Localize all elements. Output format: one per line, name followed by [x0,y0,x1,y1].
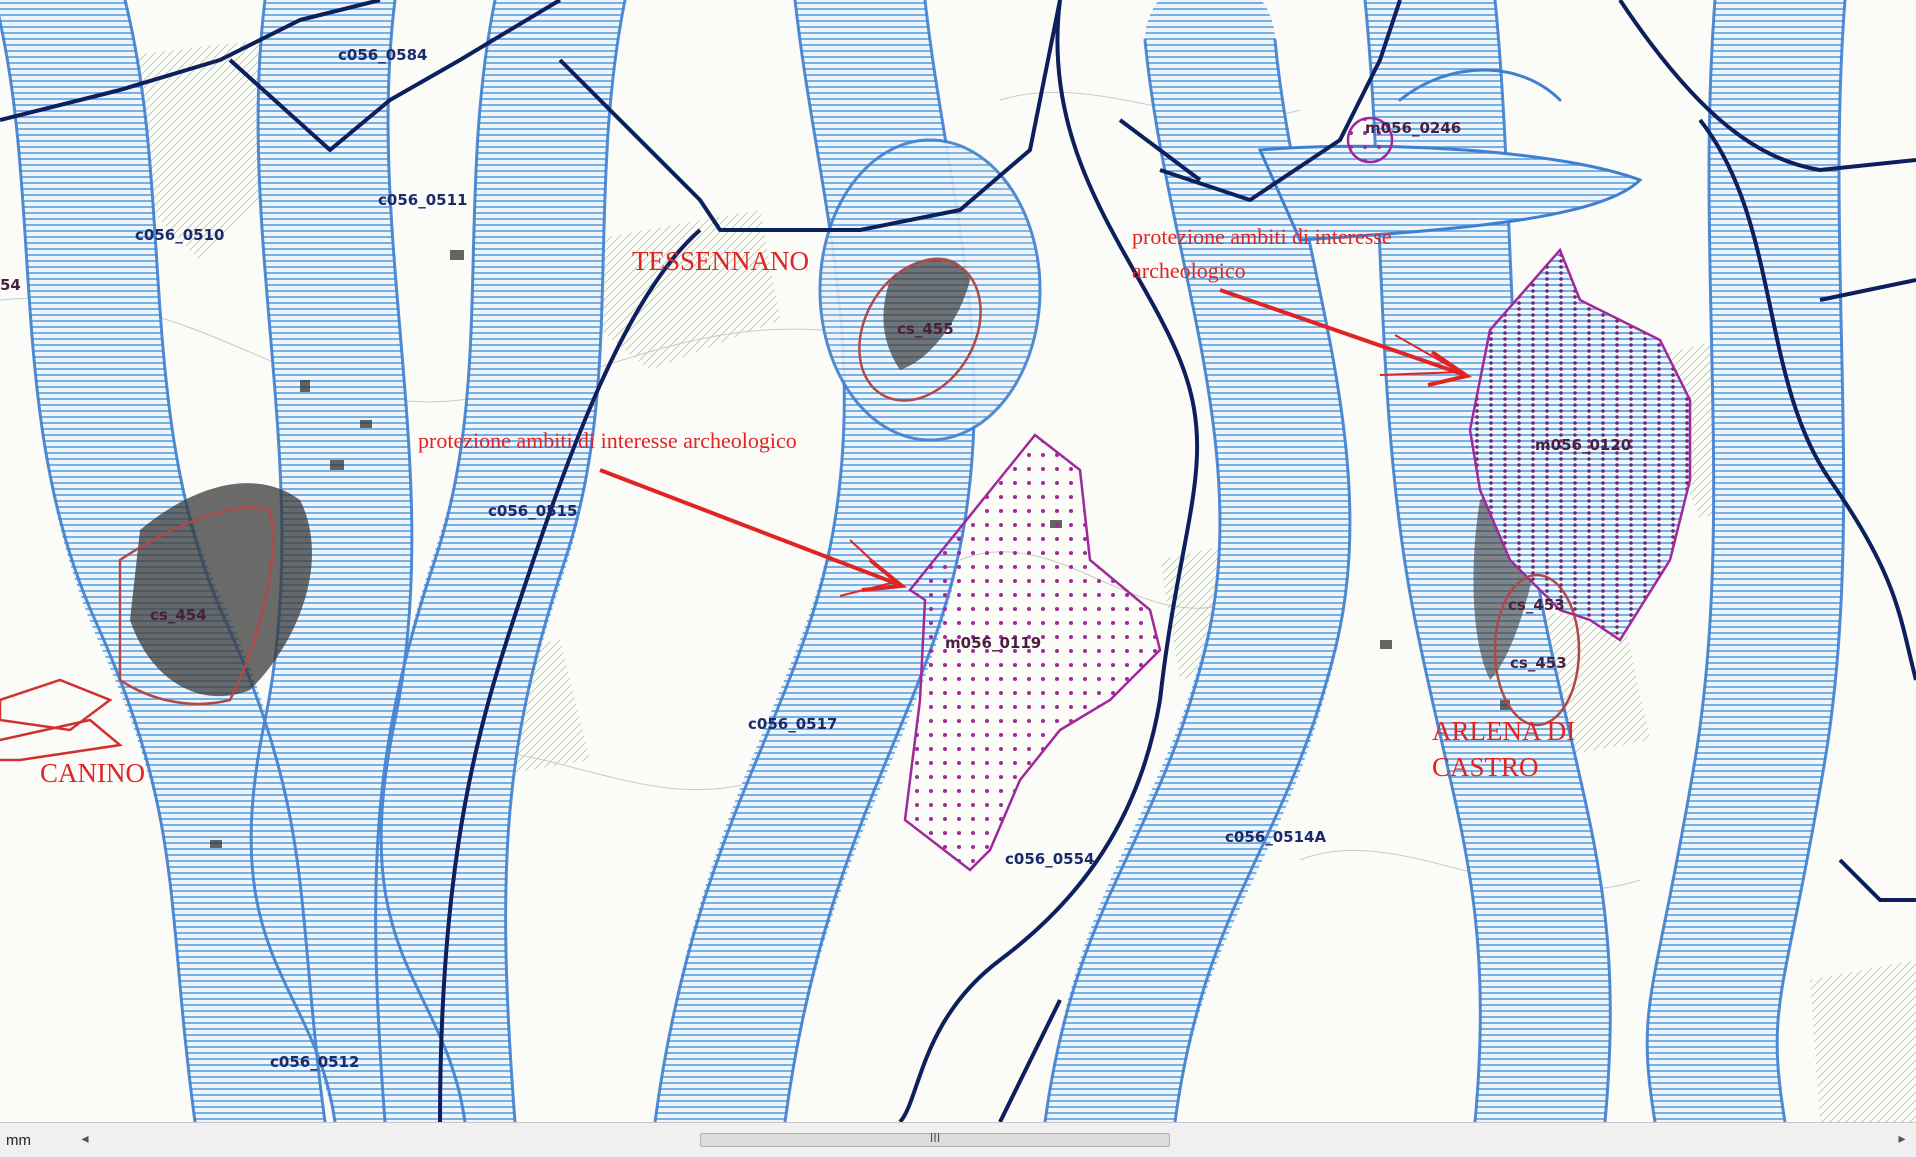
annotation-protezione-1: protezione ambiti di interesse archeolog… [418,428,797,453]
scrollbar-thumb[interactable]: III [700,1131,1170,1147]
code-label: c056_0514A [1225,828,1326,846]
code-label: c056_0511 [378,191,467,209]
town-label-arlena-line2: CASTRO [1432,752,1539,782]
annotation-protezione-2-line2: archeologico [1132,258,1246,283]
town-label-tessennano: TESSENNANO [632,246,809,276]
code-label: c056_0517 [748,715,837,733]
code-label: c056_0512 [270,1053,359,1071]
code-label: c056_0584 [338,46,427,64]
archaeo-zone-m056-0119 [903,433,1162,872]
admin-boundaries [0,0,1916,1122]
horizontal-scrollbar[interactable]: III [100,1131,1890,1147]
code-label: m056_0119 [945,634,1041,652]
vegetation-layer [90,40,1916,1122]
code-label: c056_0510 [135,226,224,244]
archaeo-zone-m056-0120 [1468,247,1692,642]
historic-center-cs-455 [858,258,982,402]
code-label: m056_0120 [1535,436,1631,454]
historic-center-cs-454 [118,506,274,706]
code-label: 54 [0,276,21,294]
code-label: cs_453 [1510,654,1567,672]
town-label-canino: CANINO [40,758,145,788]
code-label: c056_0515 [488,502,577,520]
code-label: cs_455 [897,320,954,338]
archaeological-zones [903,116,1692,872]
status-bar: mm ◂ III ▸ [0,1122,1916,1157]
annotation-protezione-2-line1: protezione ambiti di interesse [1132,224,1392,249]
scroll-right-arrow-icon[interactable]: ▸ [1898,1131,1906,1147]
arrow-tessennano-zone [599,468,901,587]
code-label: cs_453 [1508,596,1565,614]
annotation-labels: protezione ambiti di interesse archeolog… [418,224,1392,453]
town-labels: CANINO TESSENNANO ARLENA DI CASTRO [40,246,1575,788]
code-label: c056_0554 [1005,850,1094,868]
town-label-arlena-line1: ARLENA DI [1432,716,1575,746]
annotation-arrows [599,288,1472,597]
map-canvas[interactable]: c056_0584 c056_0510 c056_0511 c056_0515 … [0,0,1916,1122]
map-viewport[interactable]: c056_0584 c056_0510 c056_0511 c056_0515 … [0,0,1916,1122]
code-label: m056_0246 [1365,119,1461,137]
code-label: cs_454 [150,606,207,624]
scrollbar-grip-icon: III [929,1131,941,1145]
unit-label: mm [6,1132,31,1149]
archaeo-zone-m056-0246 [1346,116,1394,164]
historic-centers [0,258,1581,762]
historic-center-cs-453 [1493,573,1581,727]
scroll-left-arrow-icon[interactable]: ◂ [81,1131,89,1147]
zone-code-labels: c056_0584 c056_0510 c056_0511 c056_0515 … [0,46,1631,1071]
arrow-arlena-zone [1219,288,1466,377]
